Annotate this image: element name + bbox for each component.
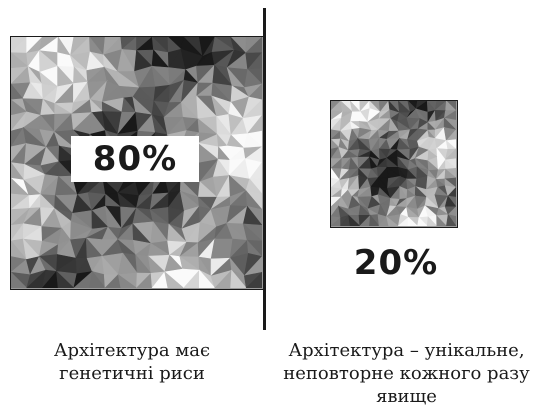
unique-phenomenon-pattern-image (330, 100, 458, 228)
caption-unique-phenomenon: Архітектура – унікальне, неповторне кожн… (283, 340, 530, 407)
mosaic-facet (89, 270, 106, 288)
vertical-divider (263, 8, 266, 330)
percent-label-20: 20% (353, 243, 439, 283)
mosaic-facet (407, 216, 418, 226)
mosaic-facet (348, 214, 361, 226)
mosaic-facet (11, 271, 28, 288)
mosaic-facet (436, 215, 447, 226)
mosaic-facet (245, 271, 262, 288)
percent-label-80: 80% (92, 139, 178, 179)
mosaic-facet (386, 216, 399, 226)
mosaic-facet (426, 216, 438, 226)
mosaic-facet (56, 270, 75, 288)
mosaic-pattern-small (331, 101, 456, 226)
mosaic-facet (198, 269, 216, 288)
caption-genetic-traits: Архітектура має генетичні риси (53, 340, 211, 384)
percent-label-box-large: 80% (71, 136, 199, 182)
mosaic-facet (446, 213, 456, 226)
mosaic-facet (117, 273, 138, 288)
mosaic-facet (164, 271, 185, 288)
mosaic-facet (230, 269, 247, 288)
mosaic-facet (369, 214, 380, 226)
mosaic-facet (417, 216, 428, 226)
